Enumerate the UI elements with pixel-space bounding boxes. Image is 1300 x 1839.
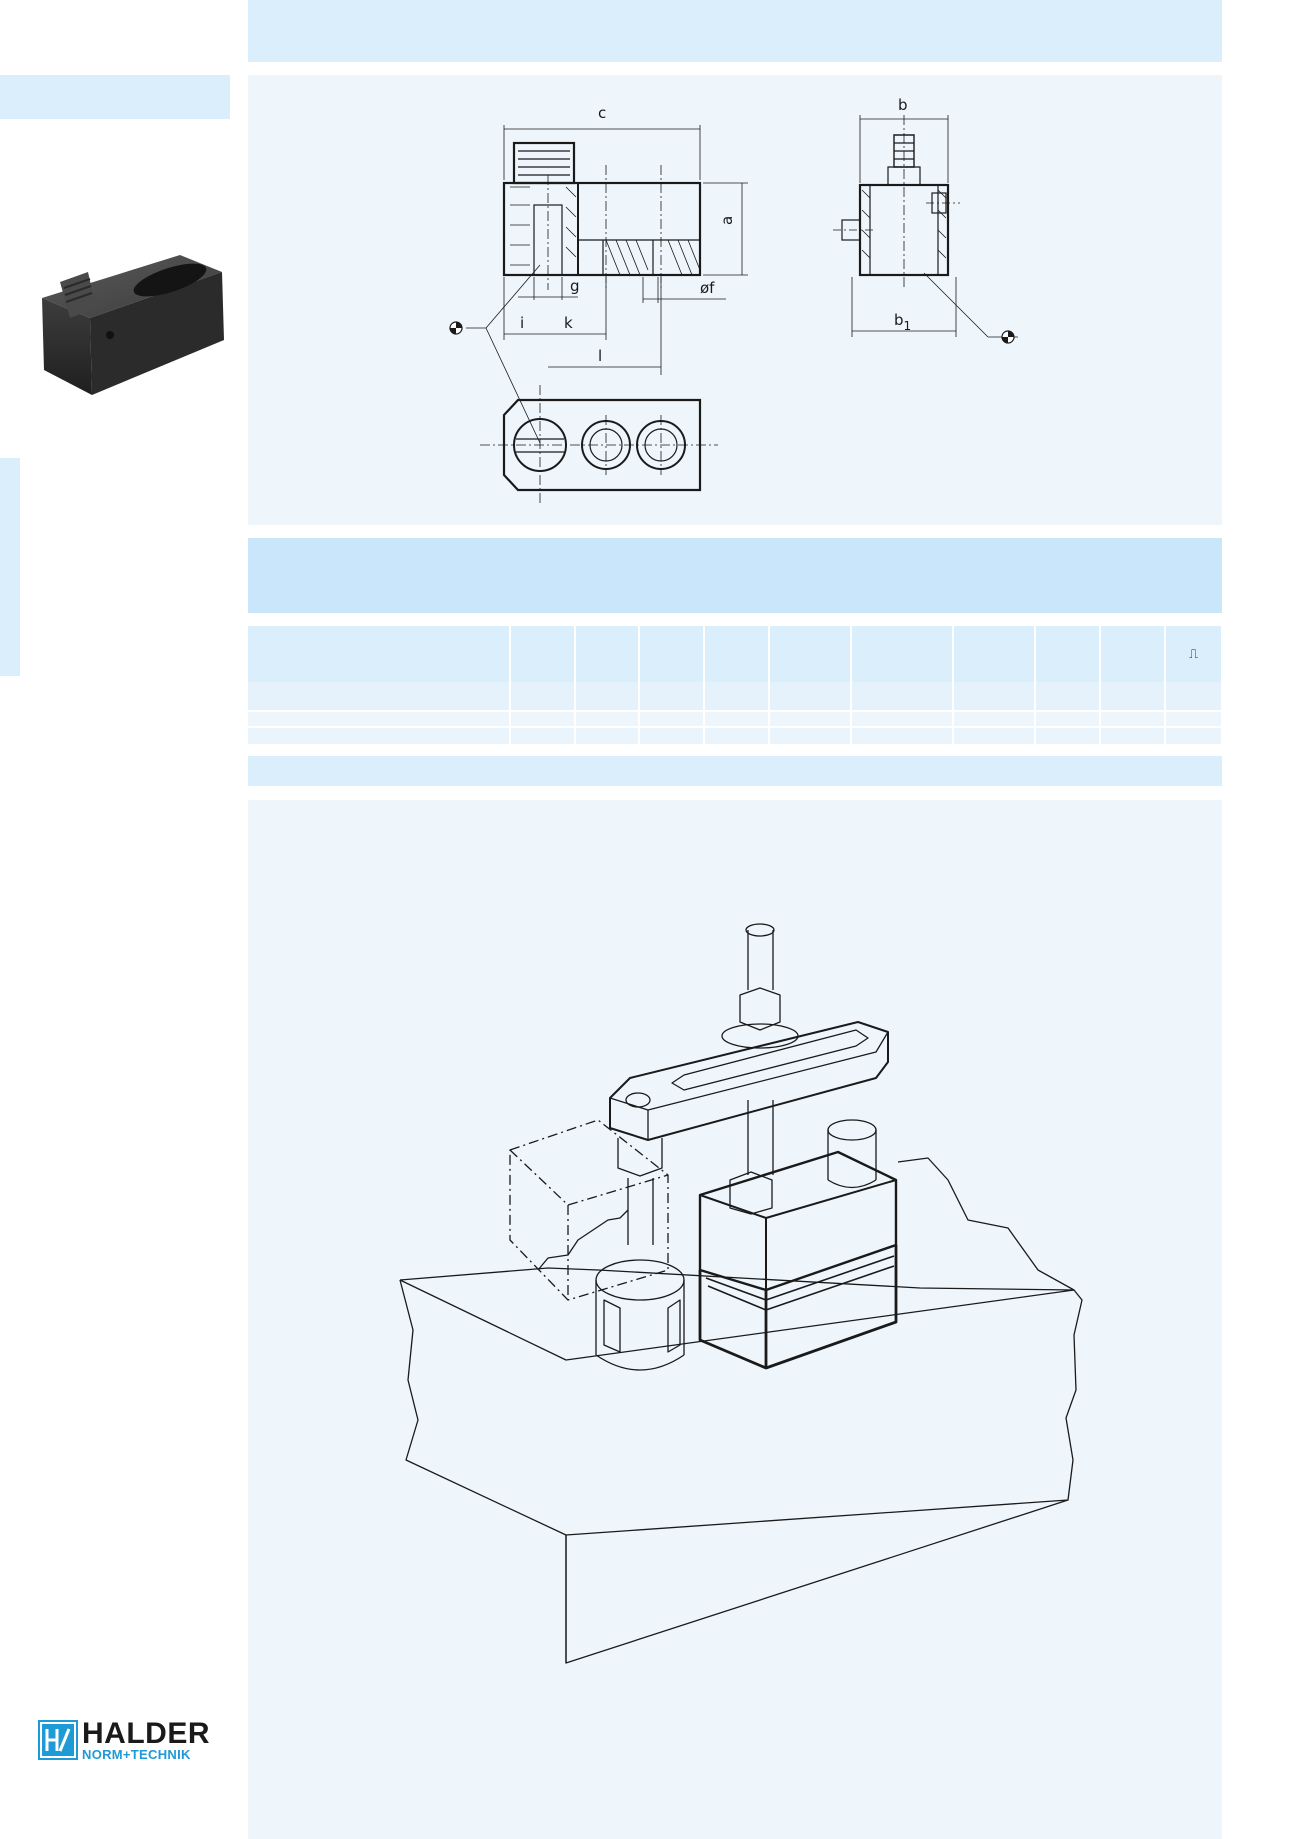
page-header-band [248,0,1222,62]
spec-table: ⎍ [248,626,1223,746]
dim-label-f: øf [700,279,715,297]
dim-label-l: l [598,347,602,365]
technical-drawing-panel [248,75,1222,525]
section-title-bar [248,538,1222,613]
left-category-tab [0,75,230,119]
col-header [704,626,770,682]
application-title-bar [248,756,1222,786]
product-photo [42,255,224,395]
brand-subtitle: NORM+TECHNIK [82,1746,191,1762]
surface-symbol-left [449,321,463,335]
halder-logo: HALDER NORM+TECHNIK [38,1718,210,1762]
col-header [575,626,640,682]
weight-icon: ⎍ [1165,626,1223,682]
halder-logo-icon [38,1720,78,1760]
table-row [248,682,1223,712]
dim-label-b1: b1 [894,311,911,333]
col-header [1100,626,1166,682]
dim-label-i: i [520,314,524,332]
spec-table-wrap: ⎍ [248,626,1223,746]
dim-label-c: c [598,104,606,122]
application-drawing [399,923,1083,1664]
surface-symbol-right [1001,330,1015,344]
table-row [248,711,1223,728]
col-header [248,626,511,682]
col-header [639,626,705,682]
col-header [510,626,576,682]
technical-drawing: c a g øf i k l b b1 [449,96,1018,503]
dim-label-b: b [898,96,908,114]
col-header [851,626,954,682]
dim-label-k: k [564,314,573,332]
left-side-stripe [0,458,20,676]
table-row [248,727,1223,746]
col-header [1035,626,1101,682]
brand-name: HALDER [82,1716,210,1750]
table-header-row: ⎍ [248,626,1223,682]
dim-label-g: g [570,277,580,295]
col-header [953,626,1036,682]
col-header [769,626,852,682]
dim-label-a: a [718,216,736,225]
